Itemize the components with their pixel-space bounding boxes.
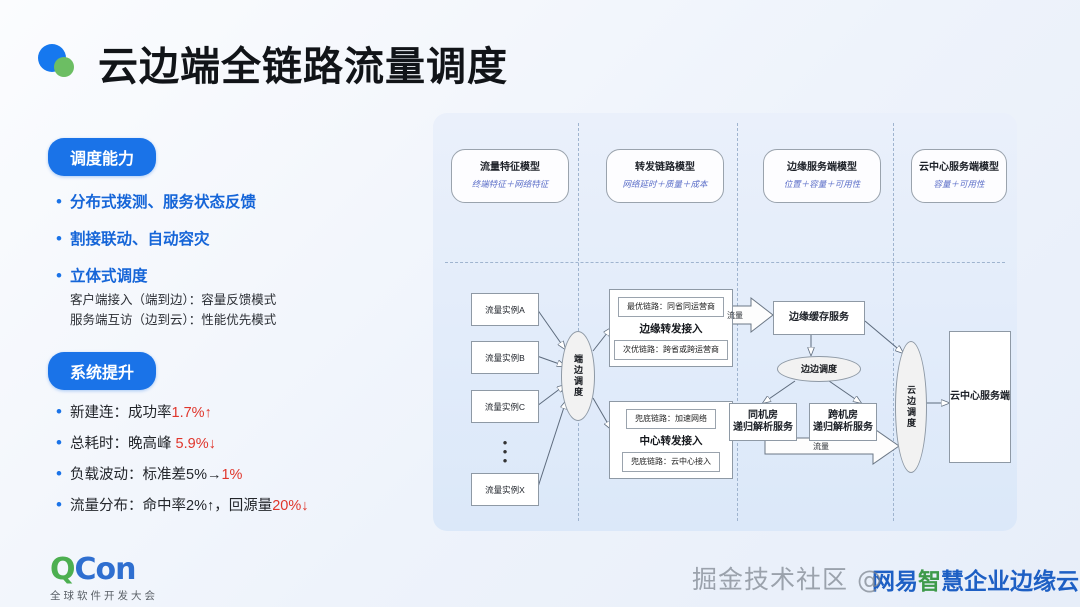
list-item: • 立体式调度 客户端接入（端到边）：容量反馈模式 服务端互访（边到云）：性能优… — [48, 266, 428, 330]
model-card-forward-link: 转发链路模型 网络延时＋质量＋成本 — [606, 149, 724, 203]
scheduler-cloud-edge: 云边调度 — [895, 341, 927, 473]
qcon-con: Con — [74, 552, 137, 587]
qcon-logo: QCon 全球软件开发大会 — [50, 552, 158, 603]
bullet-dot-icon: • — [56, 495, 62, 514]
brand-part-3: 慧企业边缘云 — [941, 569, 1079, 595]
list-item: • 负载波动：标准差5%→1% — [48, 464, 428, 485]
metric-value: 1.7%↑ — [171, 405, 212, 421]
bullet-text: 立体式调度 — [70, 268, 148, 285]
traffic-instance-a: 流量实例A — [471, 293, 539, 326]
metric-value: 20%↓ — [272, 498, 309, 514]
model-subtitle: 位置＋容量＋可用性 — [783, 179, 861, 189]
left-content-column: 调度能力 • 分布式拨测、服务状态反馈 • 割接联动、自动容灾 • 立体式调度 … — [48, 138, 428, 526]
brand-logo-text: 网易智慧企业边缘云 — [872, 562, 1079, 596]
list-item: • 流量分布：命中率2%↑，回源量20%↓ — [48, 495, 428, 516]
bullet-dot-icon: • — [56, 266, 62, 285]
bullet-subtext: 客户端接入（端到边）：容量反馈模式 — [70, 293, 277, 307]
model-card-traffic-feature: 流量特征模型 终端特征＋网络特征 — [451, 149, 569, 203]
metric-label: 负载波动：标准差5%→ — [70, 467, 222, 483]
metric-text: 流量分布：命中率2%↑，回源量20%↓ — [70, 496, 309, 516]
resolver-same-datacenter: 同机房 递归解析服务 — [729, 403, 797, 441]
bullet-dot-icon: • — [56, 464, 62, 483]
model-card-edge-server: 边缘服务端模型 位置＋容量＋可用性 — [763, 149, 881, 203]
list-item: • 割接联动、自动容灾 — [48, 229, 428, 250]
model-title: 云中心服务端模型 — [919, 162, 999, 173]
metric-text: 负载波动：标准差5%→1% — [70, 465, 242, 485]
metrics-list: • 新建连：成功率1.7%↑ • 总耗时：晚高峰 5.9%↓ • 负载波动：标准… — [48, 402, 428, 516]
metric-label: 流量分布：命中率2%↑，回源量 — [70, 498, 273, 514]
metric-label: 新建连：成功率 — [70, 405, 172, 421]
divider-horizontal — [445, 262, 1005, 263]
group-edge-forward-access: 最优链路：同省同运营商 边缘转发接入 次优链路：跨省或跨运营商 — [609, 289, 733, 367]
ellipsis-indicator: ••• — [502, 435, 508, 468]
resolver-line-1: 同机房 — [748, 410, 778, 421]
traffic-instance-b: 流量实例B — [471, 341, 539, 374]
metric-label: 总耗时：晚高峰 — [70, 436, 176, 452]
bullet-dot-icon: • — [56, 402, 62, 421]
list-item: • 分布式拨测、服务状态反馈 — [48, 192, 428, 213]
page-title: 云边端全链路流量调度 — [98, 44, 508, 90]
divider-vertical-1 — [578, 123, 579, 521]
edge-suboptimal-link: 次优链路：跨省或跨运营商 — [614, 339, 728, 360]
resolver-line-1: 跨机房 — [828, 410, 858, 421]
model-title: 转发链路模型 — [635, 162, 695, 173]
model-subtitle: 网络延时＋质量＋成本 — [622, 179, 708, 189]
bullet-subtext: 服务端互访（边到云）：性能优先模式 — [70, 313, 277, 327]
architecture-diagram-panel: 流量特征模型 终端特征＋网络特征 转发链路模型 网络延时＋质量＋成本 边缘服务端… — [433, 113, 1017, 531]
capability-bullet-list: • 分布式拨测、服务状态反馈 • 割接联动、自动容灾 • 立体式调度 客户端接入… — [48, 192, 428, 330]
model-subtitle: 终端特征＋网络特征 — [471, 179, 549, 189]
flow-label-bottom: 流量 — [813, 442, 829, 451]
scheduler-end-edge: 端边调度 — [561, 331, 595, 421]
center-fallback-cloud: 兜底链路：云中心接入 — [622, 451, 720, 472]
dot-green-icon — [54, 57, 74, 77]
section-pill-improvements: 系统提升 — [48, 352, 157, 390]
model-subtitle: 容量＋可用性 — [933, 179, 985, 189]
resolver-cross-datacenter: 跨机房 递归解析服务 — [809, 403, 877, 441]
slide-header: 云边端全链路流量调度 — [38, 34, 508, 92]
group-center-forward-access: 兜底链路：加速网络 中心转发接入 兜底链路：云中心接入 — [609, 401, 733, 479]
list-item: • 总耗时：晚高峰 5.9%↓ — [48, 433, 428, 454]
edge-optimal-link: 最优链路：同省同运营商 — [618, 296, 724, 317]
flow-label-top: 流量 — [727, 311, 743, 320]
divider-vertical-2 — [737, 123, 738, 521]
qcon-q: Q — [50, 552, 75, 587]
bullet-dot-icon: • — [56, 433, 62, 452]
metric-text: 总耗时：晚高峰 5.9%↓ — [70, 434, 216, 454]
bullet-text: 分布式拨测、服务状态反馈 — [70, 194, 257, 211]
cloud-center-server: 云中心服务端 — [949, 331, 1011, 463]
bullet-text: 割接联动、自动容灾 — [70, 231, 210, 248]
list-item: • 新建连：成功率1.7%↑ — [48, 402, 428, 423]
bullet-dot-icon: • — [56, 229, 62, 248]
brand-part-2: 智 — [918, 569, 941, 595]
metric-value: 1% — [221, 467, 243, 483]
qcon-subtitle: 全球软件开发大会 — [50, 590, 158, 602]
center-fallback-accel: 兜底链路：加速网络 — [626, 408, 716, 429]
edge-cache-service: 边缘缓存服务 — [773, 301, 865, 335]
model-title: 流量特征模型 — [480, 162, 540, 173]
brand-dots-icon — [38, 40, 84, 86]
resolver-line-2: 递归解析服务 — [733, 422, 793, 433]
metric-text: 新建连：成功率1.7%↑ — [70, 403, 212, 423]
traffic-instance-x: 流量实例X — [471, 473, 539, 506]
traffic-instance-c: 流量实例C — [471, 390, 539, 423]
watermark-text: 掘金技术社区 @ — [692, 565, 883, 594]
metric-value: 5.9%↓ — [175, 436, 216, 452]
brand-part-1: 网易 — [872, 569, 918, 595]
scheduler-edge-edge: 边边调度 — [777, 356, 861, 382]
qcon-wordmark: QCon — [50, 552, 158, 587]
divider-vertical-3 — [893, 123, 894, 521]
model-card-cloud-server: 云中心服务端模型 容量＋可用性 — [911, 149, 1007, 203]
resolver-line-2: 递归解析服务 — [813, 422, 873, 433]
section-pill-capabilities: 调度能力 — [48, 138, 157, 176]
bullet-dot-icon: • — [56, 192, 62, 211]
model-title: 边缘服务端模型 — [787, 162, 857, 173]
group-label: 边缘转发接入 — [639, 322, 703, 335]
group-label: 中心转发接入 — [639, 434, 703, 447]
